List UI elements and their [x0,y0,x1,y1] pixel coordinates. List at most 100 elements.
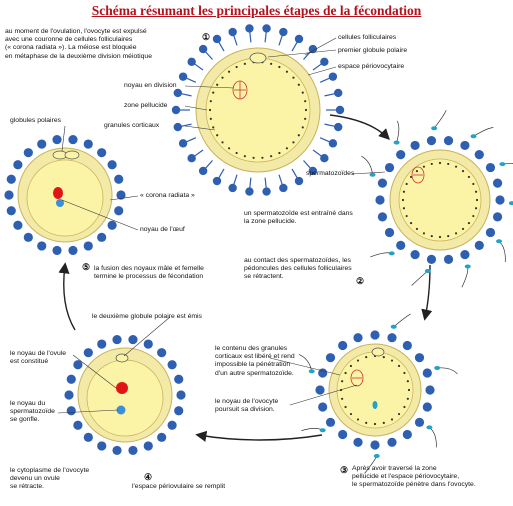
cortical-granule [403,405,406,409]
follicle-cell [402,429,412,440]
follicle-cell [198,44,208,54]
arrow-3-to-4 [195,430,323,442]
follicle-cell [396,150,406,160]
sperm-tail [298,354,313,372]
cortical-granule [373,422,377,426]
follicle-cell [83,432,93,442]
follicle-cell [107,160,117,170]
follicle-cell [377,212,388,222]
sperm-head [319,428,326,433]
cortical-granule [292,141,295,144]
follicle-cell [492,178,503,188]
sperm-head [426,425,433,430]
cortical-granule [285,70,289,73]
follicle-cell [495,195,505,205]
label-granules-corticaux: granules corticaux [104,122,160,129]
cortical-granule [304,100,307,103]
cortical-granule [209,117,212,120]
follicle-cell [328,139,338,148]
cortical-granule [227,147,231,150]
stage-number-3: ③ [340,465,349,475]
sperm-tail [429,427,437,448]
stage-number-1: ① [202,32,211,42]
follicle-cell [318,402,328,412]
follicle-cell [212,176,222,186]
follicle-cell [187,153,196,163]
cortical-granule [454,165,458,168]
arrow-1-to-2 [329,114,390,140]
follicle-cell [157,348,167,358]
follicle-cell [414,353,425,363]
follicle-cell [68,134,78,145]
follicle-cell [422,402,432,412]
cortical-granule [221,141,224,144]
cortical-granule [221,76,224,79]
sperm-tail [361,155,373,175]
cortical-granule [365,421,368,424]
cortical-granule [344,371,347,375]
sperm-tail [461,266,469,288]
follicle-cell [114,174,124,184]
sperm-head [388,251,395,256]
follicle-cell [23,148,33,158]
label-espace-periovocytaire: espace périovocytaire [338,63,405,70]
follicle-cell [107,220,117,230]
cell-stage-1 [171,24,345,196]
sperm-head [464,264,471,269]
cortical-granule [349,412,353,416]
label-noyau-ovule: le noyau de l'ovule est constitué [10,350,67,366]
follicle-cell [315,385,325,395]
follicle-cell [97,441,107,451]
follicle-cell [328,72,338,81]
follicle-cell [178,139,188,148]
cortical-granule [209,100,212,103]
follicle-cell [97,148,107,158]
follicle-cell [443,136,454,146]
follicle-cell [402,340,412,351]
cortical-granule [349,364,353,368]
cortical-granule [402,190,406,193]
follicle-cell [335,105,345,115]
sperm-head [508,201,513,206]
sperm-head [390,324,397,329]
cortical-granule [382,421,385,424]
follicle-cell [485,162,496,173]
label-globules-polaires: globules polaires [10,117,62,124]
sperm-head [496,239,503,244]
cortical-granule [405,214,408,218]
cortical-granule [475,198,479,202]
follicle-cell [426,136,437,146]
cortical-granule [406,397,409,400]
follicle-cell [73,360,83,370]
follicle-cell [6,206,16,216]
follicle-cell [114,206,124,216]
cortical-granule [285,147,289,150]
follicle-cell [6,174,16,184]
cortical-granule [341,380,344,383]
follicle-cell [318,368,328,378]
cortical-granule [278,65,281,69]
follicle-cell [387,437,397,447]
cortical-granule [356,418,360,421]
follicle-cell [370,330,380,340]
sperm-tail [396,120,400,143]
spindle [232,80,248,100]
follicle-cell [245,187,254,196]
cortical-granule [382,356,385,359]
follicle-cell [320,153,329,163]
follicle-cell [410,249,420,260]
follicle-cell [410,140,420,151]
cortical-granule [304,108,308,112]
follicle-cell [68,245,78,256]
stage-3-text: Après avoir traversé la zone pellucide e… [352,465,476,489]
sperm-head [431,126,438,131]
label-cytoplasme: le cytoplasme de l'ovocyte devenu un ovu… [10,467,90,491]
sperm-head [369,172,376,177]
follicle-cell [176,390,186,400]
label-noyau-division: noyau en division [124,82,177,89]
cortical-granule [461,227,465,231]
follicle-cell [384,162,395,173]
cortical-granule [430,162,433,166]
cortical-granule [447,162,450,166]
